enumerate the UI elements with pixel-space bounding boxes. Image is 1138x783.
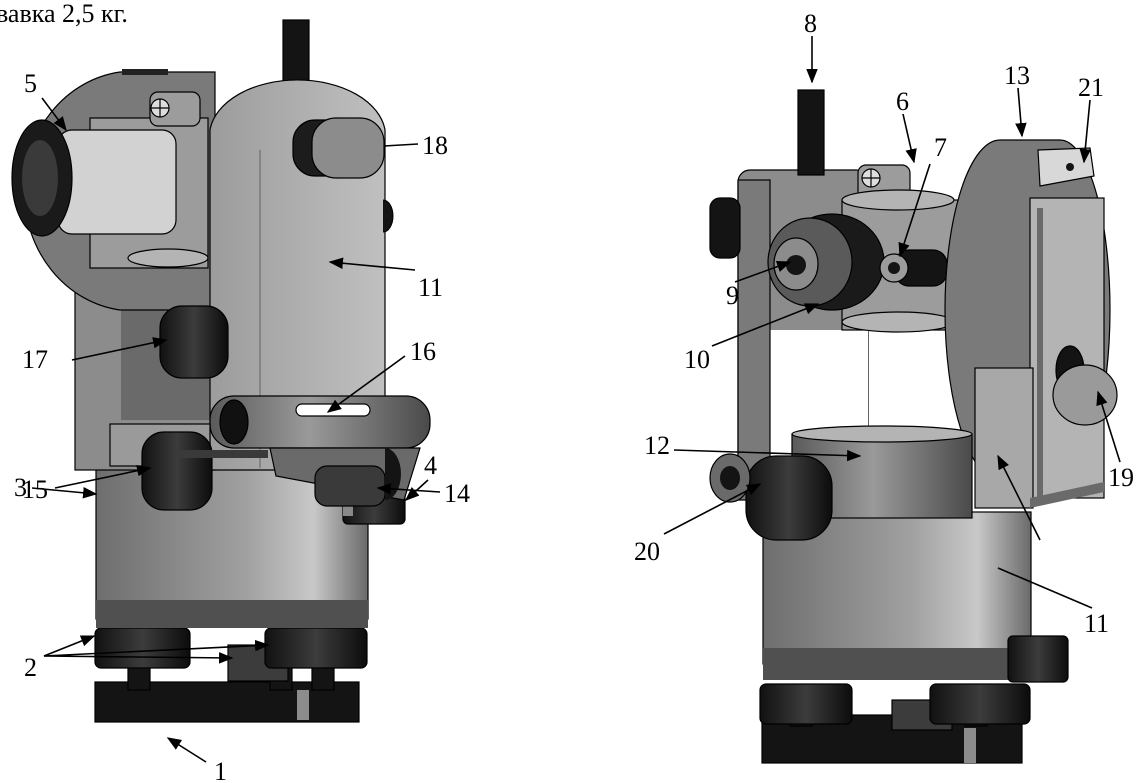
leader-7: [898, 163, 931, 258]
left-top-rod: [282, 19, 310, 91]
leader-10: [711, 303, 820, 347]
callout-15: 15: [22, 475, 48, 504]
right-mirror-dot: [1066, 163, 1074, 171]
right-standard-foot: [1030, 482, 1104, 508]
right-alidade-top: [791, 425, 973, 443]
left-level-bubble: [295, 403, 371, 417]
left-lifting-screw: [94, 627, 191, 669]
callout-19: 19: [1108, 463, 1134, 492]
leader-21: [1079, 99, 1091, 164]
left-side-knob: [382, 199, 394, 233]
leader-12: [673, 449, 862, 462]
callout-16: 16: [410, 337, 436, 366]
leader-9: [734, 261, 792, 283]
left-knob-18-cap: [311, 117, 385, 179]
right-theodolite: [709, 89, 1118, 764]
left-tribrach-foot: [96, 600, 368, 628]
right-knob-19: [1052, 364, 1118, 426]
left-base-marker: [297, 690, 309, 720]
callout-21: 21: [1078, 73, 1104, 102]
right-telescope-bottom-ring: [841, 311, 955, 333]
callout-7: 7: [934, 133, 947, 162]
callout-11-right: 11: [1084, 609, 1109, 638]
left-knob-14: [314, 465, 386, 507]
leader-2c: [43, 639, 270, 657]
callout-9: 9: [726, 281, 739, 310]
right-tribrach-foot: [763, 648, 1031, 680]
left-callouts: 1 2 3 4 5 11 14 15 16 17 18: [14, 69, 470, 783]
right-tribrach-clamp-knob: [1007, 635, 1069, 683]
left-lifting-screw: [264, 627, 368, 669]
right-top-rod: [797, 89, 825, 176]
callout-2: 2: [24, 653, 37, 682]
leader-13: [1015, 87, 1027, 138]
left-eyepiece-glass: [22, 140, 58, 216]
left-telescope-lens-ring: [127, 248, 209, 268]
callout-5: 5: [24, 69, 37, 98]
left-eyepiece-barrel: [57, 129, 177, 235]
callout-17: 17: [22, 345, 48, 374]
callout-14: 14: [444, 479, 470, 508]
right-telescope-top-ring: [841, 189, 955, 211]
left-tube-level-end: [219, 399, 249, 445]
right-lifting-screw: [759, 683, 853, 725]
callout-20: 20: [634, 537, 660, 566]
right-knob-20: [745, 455, 833, 541]
leader-16: [326, 355, 406, 413]
left-screw-cross: [151, 99, 169, 117]
callout-11-left: 11: [418, 273, 443, 302]
leader-1: [166, 737, 207, 763]
left-knob-15: [141, 431, 213, 511]
leader-19: [1096, 390, 1121, 463]
callout-10: 10: [684, 345, 710, 374]
header-fragment: вавка 2,5 кг.: [0, 0, 128, 28]
callout-1: 1: [214, 757, 227, 783]
leader-17: [71, 337, 168, 361]
left-upper-skirt: [176, 450, 268, 458]
callout-13: 13: [1004, 61, 1030, 90]
callout-6: 6: [896, 87, 909, 116]
right-screw-cross: [862, 169, 880, 187]
right-base-marker: [964, 728, 976, 763]
leader-11a: [328, 257, 416, 271]
leader-5: [41, 97, 67, 132]
callout-12: 12: [644, 431, 670, 460]
right-lifting-screw: [929, 683, 1031, 725]
leader-3: [31, 487, 98, 499]
leader-2a: [43, 635, 96, 657]
leader-6: [902, 113, 917, 164]
right-eyepiece-hole: [786, 255, 806, 275]
callout-4: 4: [424, 451, 437, 480]
leader-15: [54, 465, 152, 489]
leader-14: [376, 483, 441, 495]
right-knob-7-hole: [888, 262, 900, 274]
callout-18: 18: [422, 131, 448, 160]
callout-3: 3: [14, 473, 27, 502]
callout-8: 8: [804, 9, 817, 38]
left-theodolite: [11, 19, 431, 723]
right-standard-right: [974, 367, 1034, 509]
left-knob-17: [159, 305, 229, 379]
leader-18: [383, 143, 419, 147]
right-side-knob-body: [709, 197, 741, 259]
leader-11c: [997, 454, 1041, 541]
leader-lines: [31, 36, 1121, 763]
leader-20: [663, 483, 762, 535]
right-knob-20-hole: [720, 466, 740, 490]
leader-2b: [43, 652, 234, 664]
leader-11b: [997, 567, 1093, 609]
right-callouts: 6 7 8 9 10 11 12 13 19 20 21: [634, 9, 1134, 638]
